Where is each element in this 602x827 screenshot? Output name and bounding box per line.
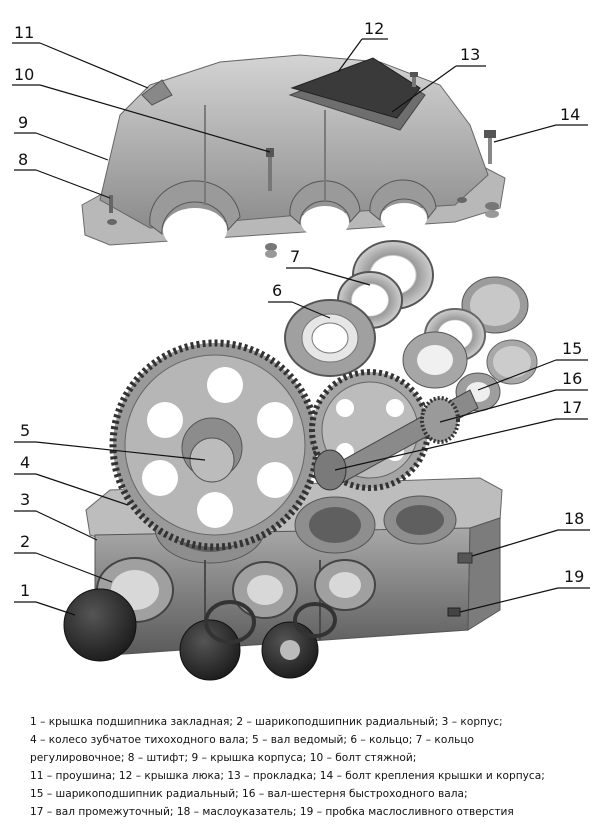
legend-line: 1 – крышка подшипника закладная; 2 – шар… bbox=[30, 716, 503, 728]
legend-line: 4 – колесо зубчатое тихоходного вала; 5 … bbox=[30, 734, 475, 746]
cover-bolt bbox=[484, 130, 496, 164]
callout-15: 15 bbox=[477, 339, 588, 391]
svg-text:15: 15 bbox=[562, 339, 582, 358]
housing-cover bbox=[81, 54, 506, 252]
rings-and-bearings bbox=[284, 240, 538, 412]
svg-text:9: 9 bbox=[18, 113, 28, 132]
svg-text:12: 12 bbox=[364, 19, 384, 38]
svg-text:13: 13 bbox=[460, 45, 480, 64]
callout-9: 9 bbox=[14, 113, 109, 161]
low-speed-gear-wheel bbox=[109, 339, 321, 551]
small-bolt-shank bbox=[412, 77, 416, 87]
washer bbox=[485, 210, 499, 218]
svg-text:8: 8 bbox=[18, 150, 28, 169]
small-bolt bbox=[410, 72, 418, 77]
callout-2: 2 bbox=[14, 532, 113, 583]
callout-7: 7 bbox=[286, 247, 371, 286]
callout-6: 6 bbox=[268, 281, 331, 319]
svg-text:10: 10 bbox=[14, 65, 34, 84]
callout-5: 5 bbox=[14, 421, 206, 461]
washer bbox=[265, 250, 277, 258]
svg-text:1: 1 bbox=[20, 581, 30, 600]
svg-text:2: 2 bbox=[20, 532, 30, 551]
svg-text:3: 3 bbox=[20, 490, 30, 509]
nut bbox=[485, 202, 499, 210]
callout-10: 10 bbox=[12, 65, 271, 153]
parts-legend: 1 – крышка подшипника закладная; 2 – шар… bbox=[30, 713, 590, 821]
callout-11: 11 bbox=[12, 23, 149, 89]
svg-text:5: 5 bbox=[20, 421, 30, 440]
svg-text:14: 14 bbox=[560, 105, 580, 124]
callout-1: 1 bbox=[14, 581, 76, 616]
legend-line: 11 – проушина; 12 – крышка люка; 13 – пр… bbox=[30, 770, 545, 782]
svg-text:4: 4 bbox=[20, 453, 30, 472]
callout-13: 13 bbox=[391, 45, 486, 113]
svg-text:7: 7 bbox=[290, 247, 300, 266]
svg-text:19: 19 bbox=[564, 567, 584, 586]
svg-text:16: 16 bbox=[562, 369, 582, 388]
callout-16: 16 bbox=[439, 369, 588, 423]
nut bbox=[265, 243, 277, 251]
callout-19: 19 bbox=[459, 567, 590, 613]
bearing-caps bbox=[63, 588, 337, 681]
legend-line: 17 – вал промежуточный; 18 – маслоуказат… bbox=[30, 806, 514, 818]
callout-18: 18 bbox=[471, 509, 590, 557]
svg-text:11: 11 bbox=[14, 23, 34, 42]
callout-8: 8 bbox=[14, 150, 111, 199]
callout-4: 4 bbox=[14, 453, 129, 506]
callout-14: 14 bbox=[493, 105, 588, 143]
callout-12: 12 bbox=[337, 19, 388, 73]
svg-text:17: 17 bbox=[562, 398, 582, 417]
legend-line: 15 – шарикоподшипник радиальный; 16 – ва… bbox=[30, 788, 468, 800]
callout-3: 3 bbox=[14, 490, 98, 541]
svg-text:6: 6 bbox=[272, 281, 282, 300]
svg-text:18: 18 bbox=[564, 509, 584, 528]
callout-17: 17 bbox=[334, 398, 588, 471]
legend-line: регулировочное; 8 – штифт; 9 – крышка ко… bbox=[30, 752, 417, 764]
